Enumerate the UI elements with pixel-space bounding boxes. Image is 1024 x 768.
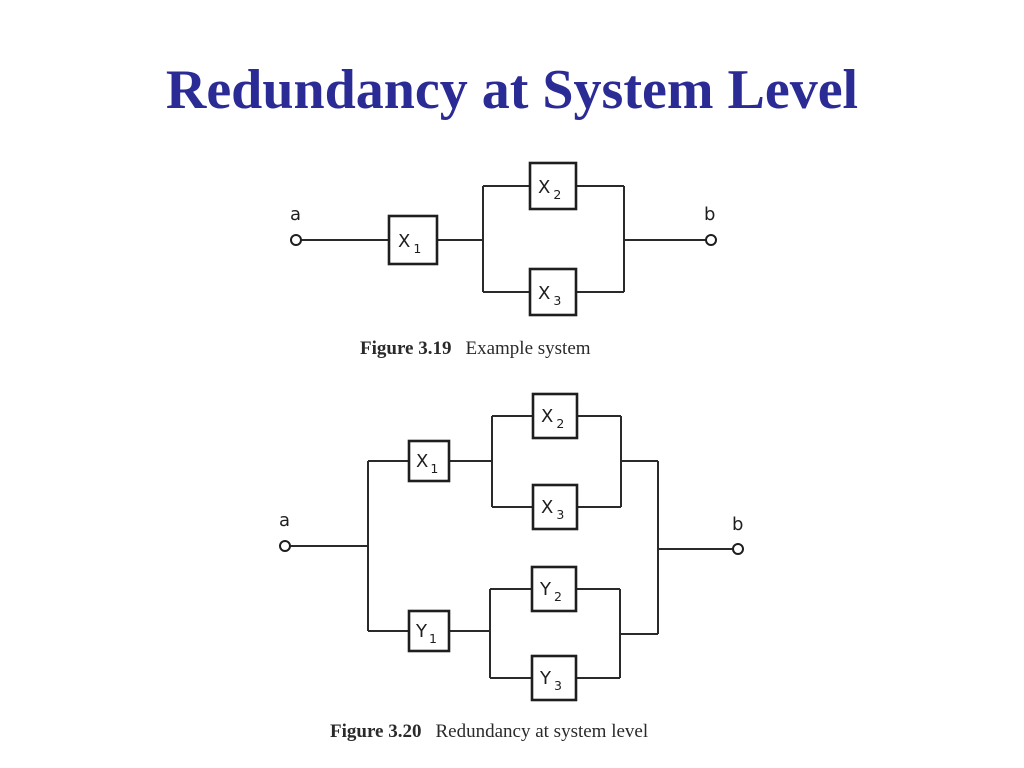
- svg-text:X2: X2: [541, 406, 564, 431]
- fig320-wires: [290, 415, 733, 679]
- fig320-terminal-b: [732, 543, 744, 555]
- fig320-terminal-a-label: a: [279, 510, 290, 531]
- fig320-caption-text: Redundancy at system level: [435, 721, 648, 742]
- svg-text:Y3: Y3: [539, 668, 562, 693]
- fig319-block-x1-subscript: 1: [413, 241, 421, 256]
- fig319-block-x3-subscript: 3: [553, 293, 561, 308]
- fig320-block-x2-subscript: 2: [556, 416, 564, 431]
- svg-text:X1: X1: [398, 231, 421, 256]
- fig320-block-x3-letter: X: [541, 497, 553, 518]
- fig320-terminal-a: [279, 540, 291, 552]
- fig320-block-y2-letter: Y: [539, 579, 552, 600]
- slide-title: Redundancy at System Level: [165, 59, 859, 121]
- fig319-wires: [301, 185, 706, 293]
- svg-text:X3: X3: [538, 283, 561, 308]
- fig319-block-x2-subscript: 2: [553, 187, 561, 202]
- fig320-block-y1-letter: Y: [415, 621, 428, 642]
- fig319-block-x1-letter: X: [398, 231, 410, 252]
- fig319-terminal-a: [290, 234, 302, 246]
- fig319-block-x2-letter: X: [538, 177, 550, 198]
- fig320-block-x1-subscript: 1: [430, 461, 438, 476]
- svg-text:X2: X2: [538, 177, 561, 202]
- fig319-caption: Figure 3.19 Example system: [360, 338, 591, 359]
- svg-text:Y2: Y2: [539, 579, 562, 604]
- fig320-block-x1-letter: X: [416, 451, 428, 472]
- fig319-terminal-b-label: b: [704, 204, 715, 225]
- fig320-block-y3-letter: Y: [539, 668, 552, 689]
- fig320-block-x2-letter: X: [541, 406, 553, 427]
- fig320-block-y1-subscript: 1: [429, 631, 437, 646]
- fig320-caption-number: Figure 3.20: [330, 721, 421, 742]
- svg-text:X3: X3: [541, 497, 564, 522]
- fig319-caption-number: Figure 3.19: [360, 338, 451, 359]
- fig320-caption: Figure 3.20 Redundancy at system level: [330, 721, 648, 742]
- fig319-caption-text: Example system: [465, 338, 590, 359]
- fig319-block-x3-letter: X: [538, 283, 550, 304]
- fig319-terminal-a-label: a: [290, 204, 301, 225]
- fig320-block-y2-subscript: 2: [554, 589, 562, 604]
- fig320-block-y3-subscript: 3: [554, 678, 562, 693]
- svg-text:X1: X1: [416, 451, 438, 476]
- fig319-terminal-b: [705, 234, 717, 246]
- fig320-terminal-b-label: b: [732, 514, 743, 535]
- svg-text:Y1: Y1: [415, 621, 437, 646]
- fig320-block-x3-subscript: 3: [556, 507, 564, 522]
